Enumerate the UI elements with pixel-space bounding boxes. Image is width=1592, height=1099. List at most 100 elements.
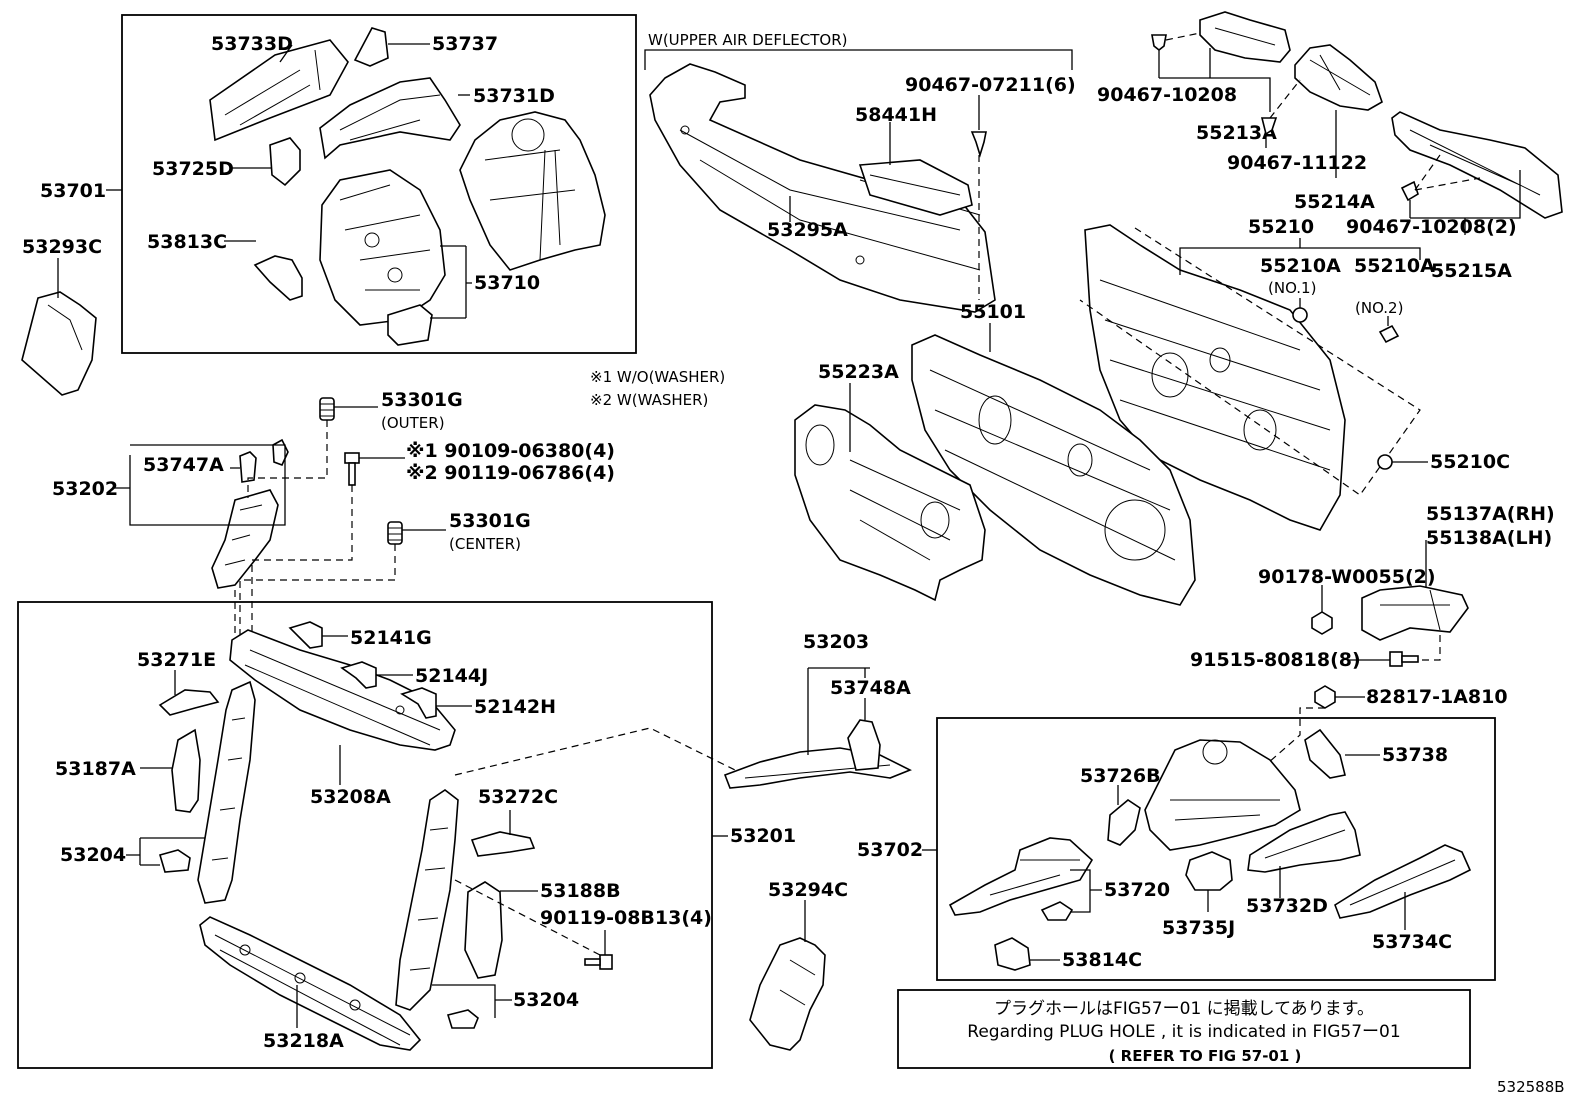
label-53735J: 53735J xyxy=(1162,917,1235,939)
part-53702-apron xyxy=(1144,739,1301,851)
label-53701: 53701 xyxy=(40,180,106,202)
part-bolt-90109 xyxy=(344,452,360,486)
part-55223A xyxy=(794,404,986,602)
dash-55210-outline xyxy=(1079,227,1421,496)
dash-10208 xyxy=(1165,31,1206,41)
part-53737 xyxy=(353,27,389,67)
label-52142H: 52142H xyxy=(474,696,556,718)
note-line-1: プラグホールはFIG57ー01 に掲載してあります。 xyxy=(994,999,1374,1019)
part-53732D xyxy=(1247,811,1361,873)
label-52144J: 52144J xyxy=(415,665,488,687)
part-53294C xyxy=(749,937,826,1051)
part-55214A xyxy=(1294,44,1383,111)
label-53726B: 53726B xyxy=(1080,765,1161,787)
label-55101: 55101 xyxy=(960,301,1026,323)
group-box-53702 xyxy=(936,717,1496,981)
note-box xyxy=(897,989,1471,1069)
label-53208A: 53208A xyxy=(310,786,391,808)
part-53301G-center xyxy=(387,521,403,545)
part-clip-90467-07211 xyxy=(970,131,987,158)
label-53301G-outer: 53301G xyxy=(381,389,463,411)
label-no2: (NO.2) xyxy=(1355,299,1403,317)
label-90467-10208: 90467-10208 xyxy=(1097,84,1237,106)
note-line-2: Regarding PLUG HOLE , it is indicated in… xyxy=(967,1022,1400,1042)
part-53218A xyxy=(199,916,422,1051)
leader-55210 xyxy=(1179,238,1421,275)
part-55137A xyxy=(1361,585,1469,641)
group-box-53701 xyxy=(121,14,637,354)
label-53720: 53720 xyxy=(1104,879,1170,901)
label-53187A: 53187A xyxy=(55,758,136,780)
part-53188B xyxy=(464,881,503,979)
label-53295A: 53295A xyxy=(767,219,848,241)
label-55210A-2: 55210A xyxy=(1354,255,1435,277)
label-90178: 90178-W0055(2) xyxy=(1258,566,1436,588)
group-box-53201 xyxy=(17,601,713,1069)
part-55213A xyxy=(1199,11,1291,63)
leader-53204-right xyxy=(432,984,512,1018)
part-55215A xyxy=(1391,111,1563,219)
leader-53204-left xyxy=(126,837,205,866)
label-53710: 53710 xyxy=(474,272,540,294)
leaders-53701 xyxy=(106,43,472,319)
leader-53203 xyxy=(807,667,870,755)
label-53814C: 53814C xyxy=(1062,949,1142,971)
part-55210A-no1 xyxy=(1292,307,1308,323)
label-58441H: 58441H xyxy=(855,104,937,126)
label-outer: (OUTER) xyxy=(381,414,445,432)
label-55210A-1: 55210A xyxy=(1260,255,1341,277)
label-53731D: 53731D xyxy=(473,85,555,107)
label-90467-10208-2: 90467-10208(2) xyxy=(1346,216,1517,238)
dashed-connectors-left xyxy=(234,420,396,640)
label-53748A: 53748A xyxy=(830,677,911,699)
label-53294C: 53294C xyxy=(768,879,848,901)
label-90467-07211: 90467-07211(6) xyxy=(905,74,1076,96)
dash-11122 xyxy=(1269,79,1301,119)
part-clip-90467-10208-2 xyxy=(1400,180,1419,202)
legend-w-washer: ※2 W(WASHER) xyxy=(590,391,708,409)
label-53218A: 53218A xyxy=(263,1030,344,1052)
label-53702: 53702 xyxy=(857,839,923,861)
label-53188B: 53188B xyxy=(540,880,621,902)
label-91515: 91515-80818(8) xyxy=(1190,649,1361,671)
part-clip-90467-11122 xyxy=(1260,117,1278,136)
part-55101 xyxy=(911,334,1196,606)
label-53293C: 53293C xyxy=(22,236,102,258)
part-53734C xyxy=(1334,844,1472,919)
part-58441H xyxy=(858,159,973,216)
label-52141G: 52141G xyxy=(350,627,432,649)
label-53202: 53202 xyxy=(52,478,118,500)
label-53813C: 53813C xyxy=(147,231,227,253)
part-53720 xyxy=(948,837,1094,916)
label-53271E: 53271E xyxy=(137,649,216,671)
part-53208A xyxy=(229,629,456,751)
bracket-upper-deflector xyxy=(644,49,1073,70)
label-53747A: 53747A xyxy=(143,454,224,476)
label-no1: (NO.1) xyxy=(1268,279,1316,297)
part-91515-80818 xyxy=(1389,651,1419,667)
diagram-id: 532588B xyxy=(1497,1078,1565,1096)
dash-53203 xyxy=(454,727,736,776)
part-53204-right xyxy=(446,1009,479,1029)
label-53738: 53738 xyxy=(1382,744,1448,766)
leader-55215A xyxy=(1409,170,1521,235)
part-53272C xyxy=(470,831,536,857)
part-53201-left-pillar xyxy=(197,680,256,904)
part-53726B xyxy=(1107,799,1141,846)
note-line-3: ( REFER TO FIG 57-01 ) xyxy=(1109,1047,1302,1065)
label-55138A: 55138A(LH) xyxy=(1426,527,1552,549)
part-53748A xyxy=(847,719,881,771)
part-53747A xyxy=(239,438,289,483)
part-90178-W0055 xyxy=(1311,611,1333,635)
label-55213A: 55213A xyxy=(1196,122,1277,144)
part-82817-1A810 xyxy=(1314,685,1336,709)
leader-55213A xyxy=(1158,48,1271,112)
part-53203 xyxy=(723,747,912,789)
part-53735J xyxy=(1185,851,1233,891)
label-53272C: 53272C xyxy=(478,786,558,808)
part-53293C xyxy=(21,291,97,396)
label-55137A: 55137A(RH) xyxy=(1426,503,1555,525)
label-upper-deflector: W(UPPER AIR DEFLECTOR) xyxy=(648,31,848,49)
leader-55214A xyxy=(1265,110,1337,178)
part-53725D xyxy=(269,137,301,187)
